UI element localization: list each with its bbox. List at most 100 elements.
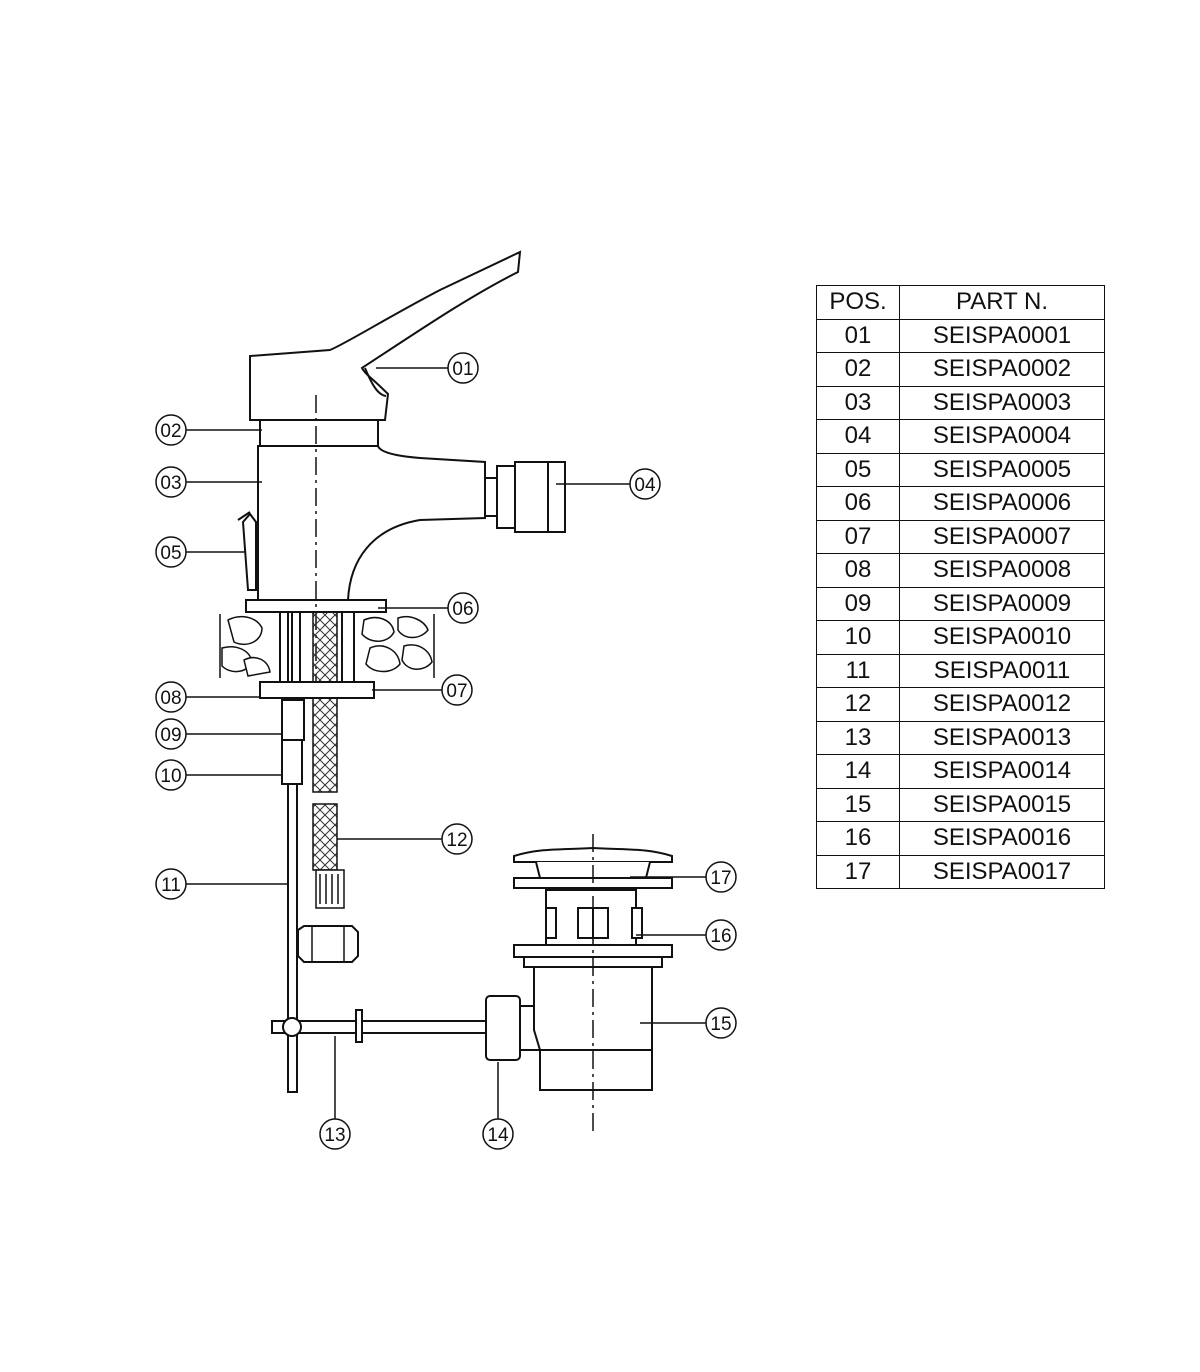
pivot-nut xyxy=(485,995,541,1061)
svg-text:12: 12 xyxy=(446,830,467,851)
popup-knob xyxy=(237,511,257,591)
part-cell: SEISPA0003 xyxy=(899,385,1105,420)
svg-text:16: 16 xyxy=(710,926,731,947)
callout-04: 04 xyxy=(629,468,661,500)
popup-cage xyxy=(545,889,643,946)
pos-cell: 17 xyxy=(816,854,900,889)
part-cell: SEISPA0008 xyxy=(899,553,1105,588)
mixer-body xyxy=(257,445,486,601)
part-cell: SEISPA0015 xyxy=(899,787,1105,822)
svg-text:01: 01 xyxy=(452,359,473,380)
part-cell: SEISPA0016 xyxy=(899,821,1105,856)
pos-cell: 02 xyxy=(816,352,900,387)
pos-cell: 09 xyxy=(816,586,900,621)
pos-cell: 07 xyxy=(816,519,900,554)
countertop-section xyxy=(219,614,435,678)
pos-cell: 10 xyxy=(816,620,900,655)
callout-14: 14 xyxy=(482,1118,514,1150)
svg-text:02: 02 xyxy=(160,421,181,442)
svg-text:14: 14 xyxy=(487,1125,509,1146)
callout-10: 10 xyxy=(155,759,187,791)
pos-cell: 04 xyxy=(816,419,900,454)
callout-06: 06 xyxy=(447,592,479,624)
callout-15: 15 xyxy=(705,1007,737,1039)
callout-05: 05 xyxy=(155,536,187,568)
svg-text:10: 10 xyxy=(160,766,181,787)
pos-cell: 06 xyxy=(816,486,900,521)
part-cell: SEISPA0006 xyxy=(899,486,1105,521)
svg-text:04: 04 xyxy=(634,475,656,496)
part-cell: SEISPA0017 xyxy=(899,854,1105,889)
pos-cell: 12 xyxy=(816,687,900,722)
part-cell: SEISPA0010 xyxy=(899,620,1105,655)
cap-ring xyxy=(259,419,379,447)
part-cell: SEISPA0005 xyxy=(899,452,1105,487)
aerator-nozzle xyxy=(484,461,566,533)
pos-cell: 16 xyxy=(816,821,900,856)
pos-cell: 03 xyxy=(816,385,900,420)
part-cell: SEISPA0013 xyxy=(899,720,1105,755)
svg-text:13: 13 xyxy=(324,1125,345,1146)
pos-cell: 15 xyxy=(816,787,900,822)
pos-cell: 14 xyxy=(816,754,900,789)
washer xyxy=(259,681,375,699)
part-cell: SEISPA0009 xyxy=(899,586,1105,621)
pos-cell: 01 xyxy=(816,318,900,353)
callouts: 01 02 03 04 05 06 07 08 09 10 11 12 13 1… xyxy=(155,352,737,1150)
callout-09: 09 xyxy=(155,718,187,750)
lever-handle xyxy=(249,250,522,421)
parts-table-header: POS. PART N. xyxy=(816,285,1105,320)
part-cell: SEISPA0012 xyxy=(899,687,1105,722)
callout-12: 12 xyxy=(441,823,473,855)
svg-text:07: 07 xyxy=(446,681,467,702)
nut-assembly xyxy=(281,699,305,785)
pos-cell: 08 xyxy=(816,553,900,588)
svg-text:05: 05 xyxy=(160,543,181,564)
svg-text:06: 06 xyxy=(452,599,473,620)
svg-text:08: 08 xyxy=(160,688,181,709)
lift-rod xyxy=(287,783,298,1093)
svg-text:17: 17 xyxy=(710,868,731,889)
callout-16: 16 xyxy=(705,919,737,951)
part-cell: SEISPA0002 xyxy=(899,352,1105,387)
callout-01: 01 xyxy=(447,352,479,384)
leader-lines xyxy=(186,367,706,1120)
callout-11: 11 xyxy=(155,868,187,900)
pos-header: POS. xyxy=(816,285,900,320)
pos-cell: 13 xyxy=(816,720,900,755)
part-header: PART N. xyxy=(899,285,1105,320)
flexible-hose xyxy=(297,611,359,963)
pivot-rod xyxy=(271,1009,487,1043)
part-cell: SEISPA0014 xyxy=(899,754,1105,789)
part-cell: SEISPA0007 xyxy=(899,519,1105,554)
part-cell: SEISPA0001 xyxy=(899,318,1105,353)
callout-07: 07 xyxy=(441,674,473,706)
svg-text:15: 15 xyxy=(710,1014,731,1035)
threaded-studs xyxy=(279,611,355,683)
pos-cell: 11 xyxy=(816,653,900,688)
svg-text:11: 11 xyxy=(161,875,181,896)
callout-02: 02 xyxy=(155,414,187,446)
part-cell: SEISPA0011 xyxy=(899,653,1105,688)
callout-13: 13 xyxy=(319,1118,351,1150)
part-cell: SEISPA0004 xyxy=(899,419,1105,454)
